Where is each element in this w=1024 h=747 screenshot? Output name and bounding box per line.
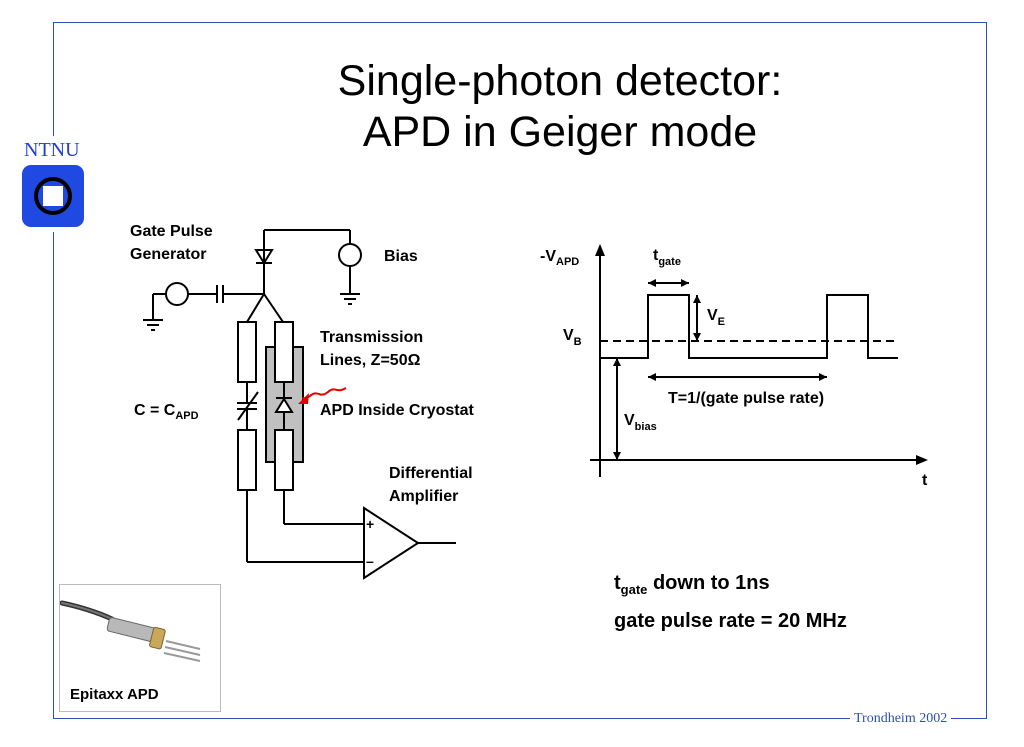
bias-diode-symbol (254, 249, 274, 265)
tgate-label-main: t (653, 247, 659, 264)
apd-photo (59, 584, 221, 712)
tl-label-2: Lines, Z=50Ω (320, 352, 421, 369)
x-axis-label: t (922, 472, 928, 489)
tl-label-1: Transmission (320, 329, 423, 346)
cap-label-main: C = C (134, 402, 176, 419)
logo-text: NTNU (24, 139, 80, 161)
tgate-label-sub: gate (658, 256, 681, 268)
slide-title: Single-photon detector: APD in Geiger mo… (230, 56, 890, 157)
note-tgate-sub: gate (620, 582, 648, 597)
vbias-label-sub: bias (635, 421, 657, 433)
bias-label: Bias (384, 248, 418, 265)
amp-label-1: Differential (389, 465, 473, 482)
ve-label: VE (707, 307, 725, 328)
frame-left-line (53, 22, 54, 136)
title-line-2: APD in Geiger mode (362, 107, 758, 156)
amp-plus: + (366, 516, 374, 532)
frame-right-line (986, 22, 987, 719)
footer-text: Trondheim 2002 (850, 711, 952, 727)
note-rate: gate pulse rate = 20 MHz (614, 610, 847, 632)
tgate-label: tgate (653, 247, 681, 268)
y-axis-label: -VAPD (540, 248, 579, 268)
vb-label-sub: B (574, 336, 582, 348)
ve-label-sub: E (718, 316, 725, 328)
logo-square (43, 186, 63, 206)
y-axis-label-sub: APD (556, 256, 579, 268)
note-tgate: tgate down to 1ns (614, 572, 770, 597)
apd-label: APD Inside Cryostat (320, 402, 474, 419)
ve-label-main: V (707, 307, 718, 324)
amp-minus: – (366, 553, 374, 569)
title-line-1: Single-photon detector: (337, 57, 783, 105)
vb-label-main: V (563, 327, 574, 344)
apd-diode-symbol (274, 397, 294, 413)
amplifier-symbol (363, 506, 420, 580)
waveform-line (600, 294, 898, 359)
frame-top-line (53, 22, 987, 23)
note-tgate-main: t (614, 572, 621, 594)
logo-ring (34, 177, 72, 215)
note-tgate-rest: down to 1ns (647, 572, 770, 594)
cap-label: C = CAPD (134, 402, 199, 422)
apd-photo-caption: Epitaxx APD (70, 686, 159, 703)
vb-label: VB (563, 327, 582, 348)
gate-pulse-label-1: Gate Pulse (130, 223, 213, 240)
y-axis-label-main: -V (540, 248, 556, 265)
ntnu-logo-icon (22, 165, 84, 227)
vbias-label-main: V (624, 412, 635, 429)
cap-label-sub: APD (175, 410, 198, 422)
amp-label-2: Amplifier (389, 488, 458, 505)
frame-bottom-line (53, 718, 987, 719)
apd-photo-image (59, 600, 201, 662)
vbias-label: Vbias (624, 412, 657, 433)
gate-pulse-label-2: Generator (130, 246, 206, 263)
frame-left-line-lower (53, 232, 54, 719)
period-label: T=1/(gate pulse rate) (668, 390, 824, 407)
photon-arrow-icon (301, 387, 347, 400)
